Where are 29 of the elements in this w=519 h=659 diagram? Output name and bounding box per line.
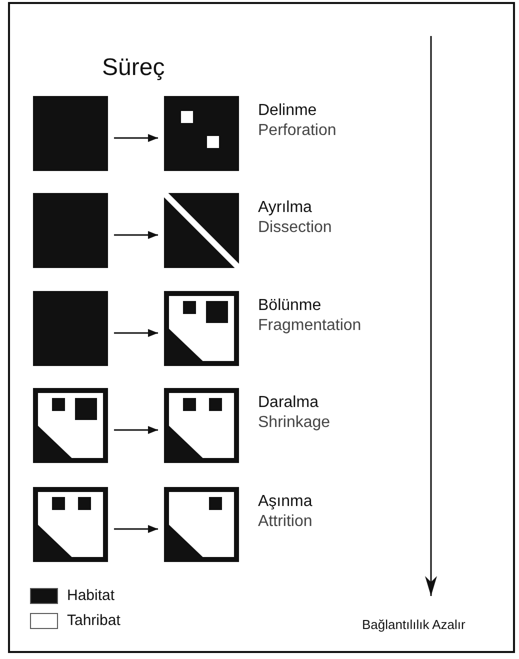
habitat-patch-drawing xyxy=(33,291,108,366)
habitat-patch-drawing xyxy=(33,96,108,171)
arrow xyxy=(114,426,158,434)
habitat-patch-drawing xyxy=(164,388,239,463)
habitat-patch-drawing xyxy=(33,388,108,463)
process-name-english: Perforation xyxy=(258,122,336,140)
arrow xyxy=(114,134,158,142)
arrow xyxy=(114,231,158,239)
habitat-patch-drawing xyxy=(164,291,239,366)
process-name: Ayrılma xyxy=(258,199,313,217)
habitat-patch-drawing xyxy=(33,487,108,562)
legend-label: Habitat xyxy=(67,587,115,604)
habitat-patch-drawing xyxy=(164,96,239,171)
legend-label: Tahribat xyxy=(67,612,120,629)
process-name: Aşınma xyxy=(258,493,312,511)
arrow xyxy=(114,329,158,337)
process-name-english: Dissection xyxy=(258,219,332,237)
axis-label: Bağlantılılık Azalır xyxy=(362,617,466,632)
process-name: Daralma xyxy=(258,394,320,412)
title: Süreç xyxy=(102,54,165,82)
process-name-english: Attrition xyxy=(258,513,312,531)
process-name-english: Shrinkage xyxy=(258,414,330,432)
habitat-patch-drawing xyxy=(164,487,239,562)
process-name: Delinme xyxy=(258,102,318,120)
process-name-english: Fragmentation xyxy=(258,317,362,335)
habitat-patch-drawing xyxy=(33,193,108,268)
habitat-patch-drawing xyxy=(164,193,239,268)
arrow xyxy=(114,525,158,533)
process-name: Bölünme xyxy=(258,297,322,315)
